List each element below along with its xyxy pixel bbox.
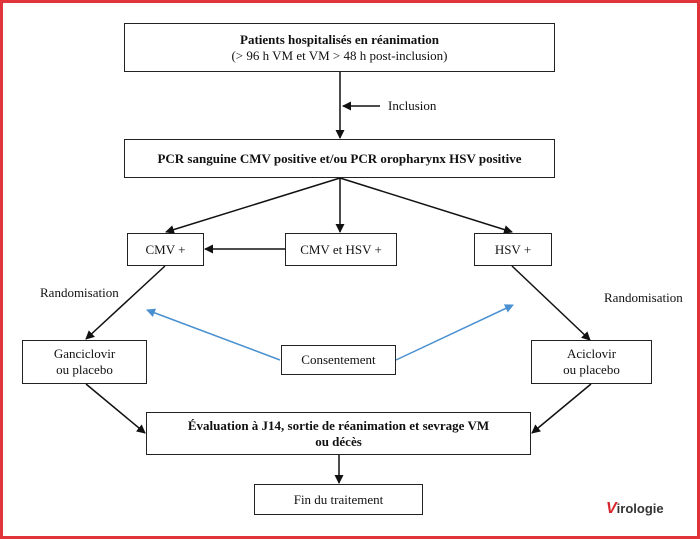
aciclovir-line2: ou placebo [563,362,620,377]
box-evaluation: Évaluation à J14, sortie de réanimation … [146,412,531,455]
box-hsv: HSV + [474,233,552,266]
virologie-logo: Virologie [606,500,664,518]
box-pcr: PCR sanguine CMV positive et/ou PCR orop… [124,139,555,178]
box-cmv: CMV + [127,233,204,266]
evaluation-line1: Évaluation à J14, sortie de réanimation … [187,417,490,433]
arrow-pcr-to-cmv [165,177,341,234]
arrow-pcr-to-hsv [339,177,513,234]
ganciclovir-line1: Ganciclovir [53,346,116,361]
patients-title: Patients hospitalisés en réanimation [240,31,439,47]
cmv-text: CMV + [145,241,186,257]
cmv-hsv-text: CMV et HSV + [300,241,382,257]
arrow-consent-right [395,304,514,361]
box-cmv-hsv: CMV et HSV + [285,233,397,266]
arrow-aciclovir-to-evaluation [531,383,592,434]
box-aciclovir: Aciclovir ou placebo [531,340,652,384]
randomisation-right-label: Randomisation [604,290,683,305]
box-consentement: Consentement [281,345,396,375]
box-fin: Fin du traitement [254,484,423,515]
box-ganciclovir: Ganciclovir ou placebo [22,340,147,384]
evaluation-line2: ou décès [315,433,362,449]
arrow-hsv-to-aciclovir [511,265,591,341]
consentement-text: Consentement [301,352,376,367]
logo-initial: V [606,500,617,517]
arrow-ganciclovir-to-evaluation [85,383,146,434]
hsv-text: HSV + [494,241,532,257]
box-patients: Patients hospitalisés en réanimation (> … [124,23,555,72]
ganciclovir-line2: ou placebo [56,362,113,377]
arrow-cmv-to-ganciclovir [85,265,166,340]
logo-rest: irologie [616,501,664,516]
patients-criteria: (> 96 h VM et VM > 48 h post-inclusion) [231,47,448,63]
inclusion-label: Inclusion [388,98,437,113]
fin-text: Fin du traitement [293,491,384,507]
randomisation-left-label: Randomisation [40,285,119,300]
arrow-consent-left [146,308,281,361]
aciclovir-line1: Aciclovir [566,346,617,361]
pcr-text: PCR sanguine CMV positive et/ou PCR orop… [157,150,522,166]
